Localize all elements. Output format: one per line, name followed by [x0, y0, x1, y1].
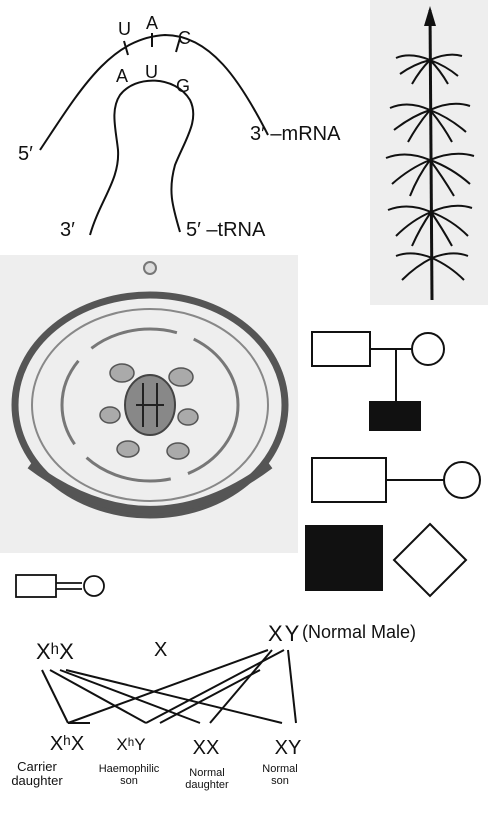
consanguineous-mating-symbol	[14, 573, 114, 603]
father-genotype: XY	[268, 621, 302, 646]
affected-male-square	[305, 525, 383, 591]
mrna-three-prime-label: 3′ –mRNA	[250, 123, 341, 145]
trna-three-prime-label: 3′	[60, 219, 75, 241]
codon-base-2: A	[146, 13, 158, 33]
mating-line-symbol	[311, 331, 371, 367]
marriage-symbol	[311, 457, 387, 503]
sex-unspecified-diamond	[392, 522, 468, 598]
codon-base-1: U	[118, 19, 131, 39]
trna-strand	[89, 79, 195, 236]
father-phenotype-label: (Normal Male)	[302, 622, 417, 642]
offspring-genotype-1: XʰX	[49, 733, 85, 755]
codon-anticodon-diagram: U A C A U G 5′ 3′ –mRNA 3′ 5′ –tRNA	[0, 0, 370, 250]
affected-offspring-symbol	[369, 401, 421, 431]
cross-symbol: X	[154, 639, 168, 661]
trna-five-prime-label: 5′ –tRNA	[186, 219, 266, 241]
codon-base-3: C	[178, 28, 191, 48]
offspring-genotype-3: XX	[192, 737, 220, 759]
anticodon-base-2: U	[145, 62, 158, 82]
codon-anticodon-svg: U A C A U G 5′ 3′ –mRNA 3′ 5′ –tRNA	[18, 13, 341, 241]
mother-genotype: XʰX	[36, 639, 74, 664]
anticodon-base-1: A	[116, 66, 128, 86]
pedigree-symbols	[300, 318, 488, 608]
offspring-label-1: Carrier daughter	[11, 759, 63, 788]
anticodon-base-3: G	[176, 76, 190, 96]
offspring-label-4: Normal son	[262, 763, 298, 787]
offspring-genotype-4: XY	[274, 737, 302, 759]
codon-tick-1	[123, 40, 129, 56]
horsetail-plant-icon	[370, 0, 488, 305]
mrna-five-prime-label: 5′	[18, 143, 33, 165]
cell-metaphase-icon	[0, 255, 298, 553]
offspring-label-2: Haemophilic son	[98, 763, 160, 787]
offspring-label-3: Normal daughter	[185, 767, 229, 791]
haemophilia-cross-diagram: XʰX X XY (Normal Male) XʰX XʰY XX XY Car…	[0, 610, 488, 814]
codon-tick-3	[175, 37, 181, 53]
mrna-strand	[39, 33, 269, 151]
offspring-genotype-2: XʰY	[116, 735, 146, 754]
